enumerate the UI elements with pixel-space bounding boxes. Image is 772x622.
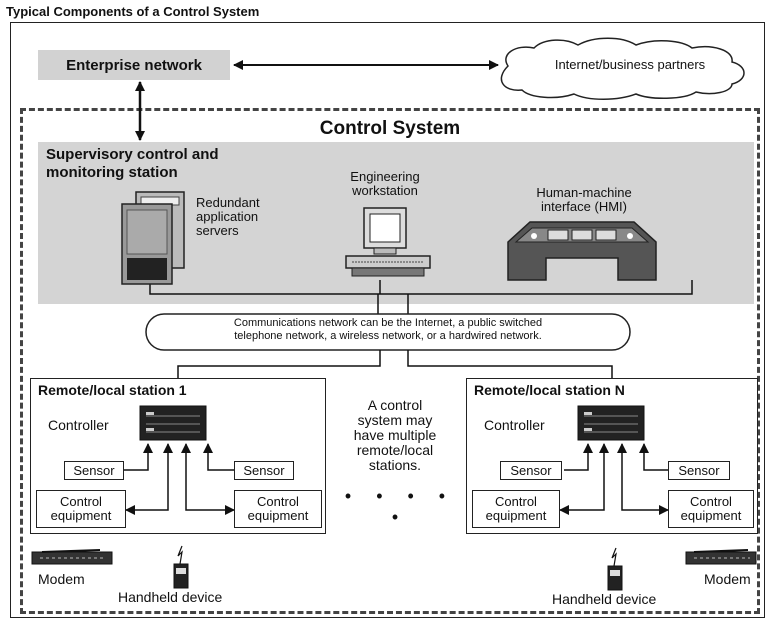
- control-system-title: Control System: [319, 118, 461, 139]
- server-icon: [121, 191, 185, 285]
- enterprise-network: Enterprise network: [38, 50, 230, 80]
- handheld-device-label: Handheld device: [552, 591, 657, 607]
- servers-label: Redundant application servers: [196, 195, 260, 238]
- control-equipment-box: Control equipment: [234, 490, 322, 528]
- handheld-device-icon: [173, 545, 189, 589]
- controller-label: Controller: [484, 417, 545, 433]
- sensor-box: Sensor: [500, 461, 562, 480]
- multiple-stations-note: A control system may have multiple remot…: [353, 397, 437, 473]
- hmi-label: Human-machine interface (HMI): [536, 185, 632, 214]
- workstation-label: Engineering workstation: [350, 169, 420, 198]
- sensor-box: Sensor: [668, 461, 730, 480]
- communications-network-label: Communications network can be the Intern…: [233, 317, 543, 342]
- controller-label: Controller: [48, 417, 109, 433]
- sensor-box: Sensor: [64, 461, 124, 480]
- internet-cloud: [500, 37, 745, 100]
- internet-partners-label: Internet/business partners: [554, 57, 706, 72]
- communications-network: [145, 313, 631, 351]
- controller-icon: [139, 405, 207, 441]
- supervisory-station-title: Supervisory control and monitoring stati…: [46, 146, 219, 181]
- control-equipment-box: Control equipment: [472, 490, 560, 528]
- modem-label: Modem: [38, 571, 85, 587]
- control-system-boundary: [20, 108, 760, 614]
- diagram-title: Typical Components of a Control System: [6, 4, 260, 19]
- handheld-device-icon: [607, 547, 623, 591]
- outer-frame: [10, 22, 765, 618]
- controller-icon: [577, 405, 645, 441]
- ellipsis-dots: • • • • •: [344, 486, 456, 527]
- station-n-title: Remote/local station N: [474, 382, 625, 398]
- control-equipment-box: Control equipment: [36, 490, 126, 528]
- hmi-console-icon: [507, 221, 657, 281]
- modem-icon: [685, 549, 757, 565]
- modem-icon: [31, 549, 113, 565]
- sensor-box: Sensor: [234, 461, 294, 480]
- station-1-title: Remote/local station 1: [38, 382, 187, 398]
- control-equipment-box: Control equipment: [668, 490, 754, 528]
- workstation-icon: [345, 207, 431, 277]
- handheld-device-label: Handheld device: [118, 589, 223, 605]
- modem-label: Modem: [704, 571, 751, 587]
